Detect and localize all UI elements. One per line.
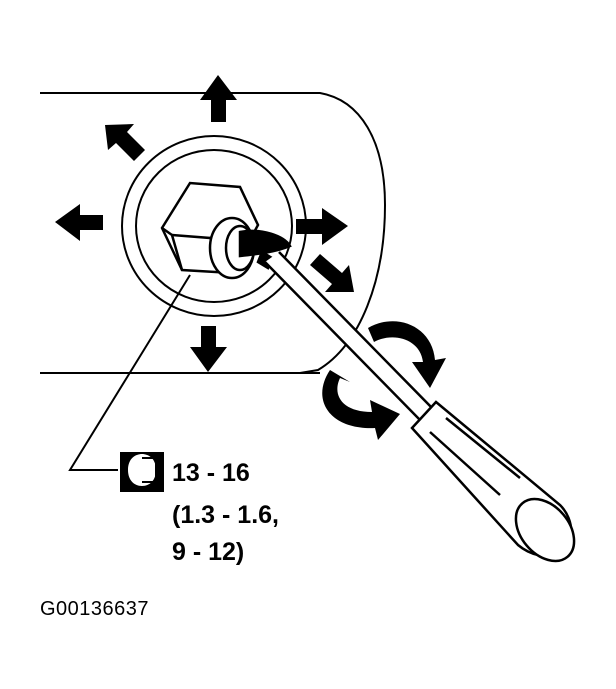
torque-value-ftlb: 9 - 12) bbox=[172, 538, 245, 566]
arrow-up-icon bbox=[200, 75, 237, 122]
arrow-upleft-icon bbox=[105, 124, 145, 161]
adjuster-screw bbox=[208, 216, 292, 280]
arrow-down-icon bbox=[190, 326, 227, 372]
arrow-icon bbox=[55, 75, 354, 372]
torque-value-kgm: (1.3 - 1.6, bbox=[172, 501, 279, 529]
curved-arrow-icon bbox=[322, 321, 446, 440]
arrow-right-icon bbox=[296, 208, 348, 245]
arrow-downright-icon bbox=[310, 254, 354, 292]
torque-value-nm: 13 - 16 bbox=[172, 459, 250, 487]
torque-wrench-icon bbox=[120, 452, 164, 492]
screwdriver bbox=[256, 250, 576, 563]
arrow-left-icon bbox=[55, 204, 103, 241]
figure-code: G00136637 bbox=[40, 598, 150, 620]
leader-line bbox=[68, 274, 191, 471]
